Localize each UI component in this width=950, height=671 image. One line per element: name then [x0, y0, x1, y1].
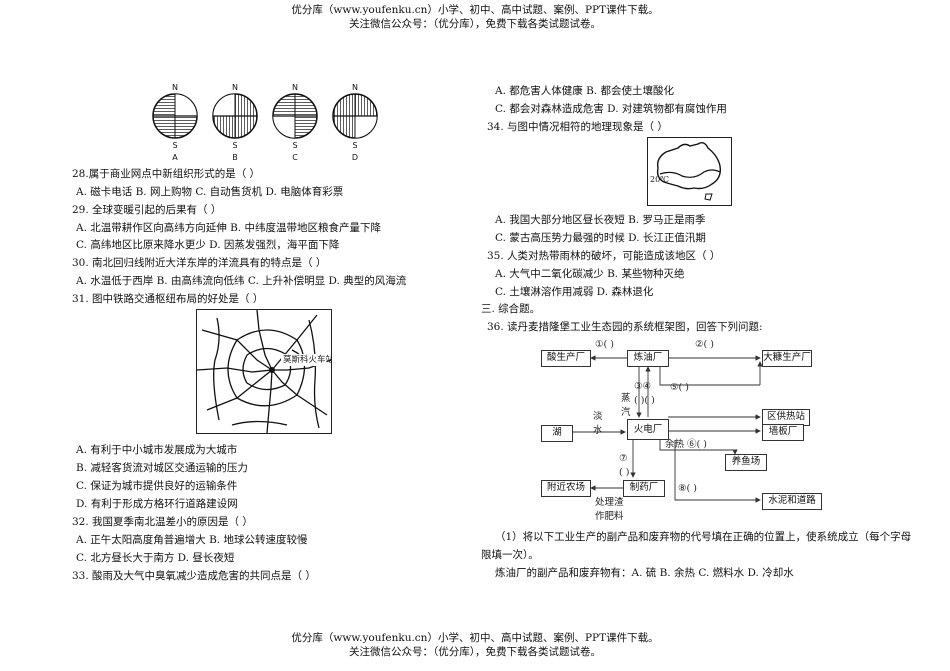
power-plant-box: 火电厂 [627, 419, 669, 440]
blank-1-label: ①( ) [595, 339, 614, 350]
footer-line-1: 优分库（www.youfenku.cn）小学、初中、高中试题、案例、PPT课件下… [291, 632, 659, 644]
globe-c [272, 93, 318, 139]
q31-stem: 31. 图中铁路交通枢纽布局的好处是（ ） [72, 293, 264, 305]
globe-a-north: N [172, 83, 178, 92]
waste-label-1: 处理渣 [595, 497, 624, 508]
header-line-1: 优分库（www.youfenku.cn）小学、初中、高中试题、案例、PPT课件下… [291, 4, 659, 16]
q35-options-cd: C. 土壤淋溶作用减弱 D. 森林退化 [495, 286, 654, 298]
blank-7-parens: ( ) [619, 467, 630, 478]
globe-d-south: S [352, 141, 357, 150]
globe-a-label: A [172, 153, 178, 162]
q29-options-cd: C. 高纬地区比原来降水更少 D. 因蒸发强烈，海平面下降 [76, 239, 340, 251]
blank-8-label: ⑧( ) [678, 483, 697, 494]
q33-options-ab: A. 都危害人体健康 B. 都会使土壤酸化 [495, 85, 674, 97]
q29-stem: 29. 全球变暖引起的后果有（ ） [72, 204, 222, 216]
blank-2-label: ②( ) [695, 339, 714, 350]
q28-stem: 28.属于商业网点中新组织形式的是（ ） [72, 168, 261, 180]
q31-option-c: C. 保证为城市提供良好的运输条件 [76, 480, 238, 492]
pharma-plant-box: 制药厂 [623, 480, 665, 497]
q36-part1-line1: （1）将以下工业生产的副产品和废弃物的代号填在正确的位置上，使系统成立（每个字母 [495, 531, 912, 543]
q33-options-cd: C. 都会对森林造成危害 D. 对建筑物都有腐蚀作用 [495, 103, 727, 115]
australia-map-drawing [656, 141, 722, 201]
cement-roads-box: 水泥和道路 [762, 493, 822, 510]
q34-stem: 34. 与图中情况相符的地理现象是（ ） [487, 121, 668, 133]
fresh-water-label-1: 淡 [593, 411, 603, 422]
acid-plant-box: 酸生产厂 [541, 350, 591, 367]
eco-park-arrows [573, 355, 763, 503]
globe-c-north: N [292, 83, 298, 92]
blank-3-4-label: ③④ [634, 381, 652, 392]
globe-b-label: B [232, 153, 238, 162]
blank-7-label: ⑦ [619, 453, 628, 464]
gypsum-plant-box: 大糠生产厂 [762, 350, 812, 367]
lake-box: 湖 [541, 425, 573, 442]
steam-label-2: 汽 [621, 407, 631, 418]
q30-options: A. 水温低于西岸 B. 由高纬流向低纬 C. 上升补偿明显 D. 典型的风海流 [76, 275, 407, 287]
q35-options-ab: A. 大气中二氧化碳减少 B. 某些物种灭绝 [495, 268, 685, 280]
globe-figure: N N N N S S S S A B C D [152, 83, 378, 162]
steam-label-1: 蒸 [621, 393, 631, 404]
q32-options-ab: A. 正午太阳高度角普遍增大 B. 地球公转速度较慢 [76, 534, 308, 546]
globe-d-north: N [352, 83, 358, 92]
refinery-box: 炼油厂 [627, 350, 669, 367]
header-line-2: 关注微信公众号：（优分库），免费下载各类试题试卷。 [349, 18, 601, 30]
nearby-farm-box: 附近农场 [541, 480, 591, 497]
australia-isotherm-map: 20℃ [647, 137, 732, 206]
q33-stem: 33. 酸雨及大气中臭氧减少造成危害的共同点是（ ） [72, 570, 316, 582]
fish-farm-box: 养鱼场 [725, 454, 767, 471]
waste-label-2: 作肥料 [595, 511, 624, 522]
q34-options-ab: A. 我国大部分地区昼长夜短 B. 罗马正是雨季 [495, 214, 706, 226]
q36-part1-line3: 炼油厂的副产品和废弃物有：A. 硫 B. 余热 C. 燃料水 D. 冷却水 [495, 567, 794, 579]
q32-stem: 32. 我国夏季南北温差小的原因是（ ） [72, 516, 253, 528]
moscow-station-label: 莫斯科火车站 [283, 355, 332, 365]
railway-hub-map: 莫斯科火车站 [196, 309, 332, 434]
isotherm-label: 20℃ [650, 175, 670, 184]
globe-d [332, 93, 378, 139]
q36-part1-line2: 限填一次）。 [481, 549, 539, 561]
blank-3-4-parens: ( )( ) [634, 395, 655, 406]
wallboard-plant-box: 墙板厂 [762, 424, 804, 441]
globe-b-south: S [232, 141, 237, 150]
blank-5-label: ⑤( ) [670, 382, 689, 393]
blank-6-label: 余热 ⑥( ) [665, 439, 707, 450]
q30-stem: 30. 南北回归线附近大洋东岸的洋流具有的特点是（ ） [72, 257, 327, 269]
q31-option-b: B. 减轻客货流对城区交通运输的压力 [76, 462, 248, 474]
globe-c-south: S [292, 141, 297, 150]
section-3-heading: 三. 综合题。 [481, 303, 541, 315]
page-footer: 优分库（www.youfenku.cn）小学、初中、高中试题、案例、PPT课件下… [0, 631, 950, 659]
q35-stem: 35. 人类对热带雨林的破坏，可能造成该地区（ ） [487, 250, 721, 262]
q29-options-ab: A. 北温带耕作区向高纬方向延伸 B. 中纬度温带地区粮食产量下降 [76, 222, 381, 234]
q31-option-a: A. 有利于中小城市发展成为大城市 [76, 444, 238, 456]
q31-option-d: D. 有利于形成方格环行道路建设网 [76, 498, 238, 510]
globe-b [212, 93, 258, 139]
globe-b-north: N [232, 83, 238, 92]
fresh-water-label-2: 水 [593, 425, 603, 436]
footer-line-2: 关注微信公众号：（优分库），免费下载各类试题试卷。 [349, 646, 601, 658]
q36-stem: 36. 读丹麦措隆堡工业生态园的系统框架图，回答下列问题: [487, 321, 763, 333]
page-header: 优分库（www.youfenku.cn）小学、初中、高中试题、案例、PPT课件下… [0, 3, 950, 31]
eco-park-diagram: 酸生产厂 炼油厂 大糠生产厂 湖 火电厂 区供热站 墙板厂 养鱼场 附近农场 制… [535, 335, 835, 525]
q28-options: A. 磁卡电话 B. 网上购物 C. 自动售货机 D. 电脑体育彩票 [76, 186, 344, 198]
globe-a-south: S [172, 141, 177, 150]
globe-c-label: C [292, 153, 298, 162]
railway-map-drawing [197, 310, 331, 433]
q34-options-cd: C. 蒙古高压势力最强的时候 D. 长江正值汛期 [495, 232, 706, 244]
q32-options-cd: C. 北方昼长大于南方 D. 昼长夜短 [76, 552, 235, 564]
globe-d-label: D [352, 153, 358, 162]
globe-a [152, 93, 198, 139]
